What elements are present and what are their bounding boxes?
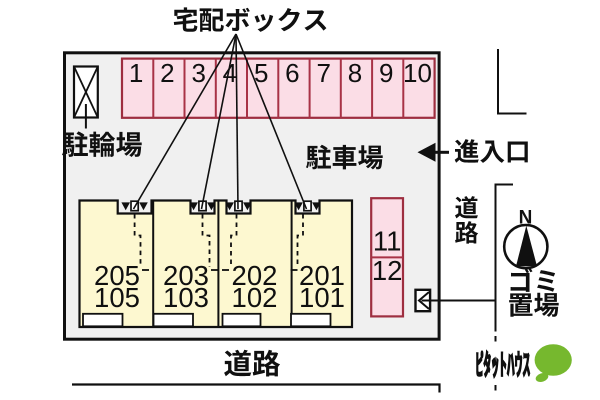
svg-text:203: 203 — [163, 260, 209, 291]
svg-text:5: 5 — [254, 58, 268, 88]
svg-text:102: 102 — [232, 282, 278, 313]
svg-text:101: 101 — [299, 282, 345, 313]
svg-text:6: 6 — [285, 58, 299, 88]
svg-text:3: 3 — [191, 58, 205, 88]
svg-text:202: 202 — [232, 260, 278, 291]
svg-text:103: 103 — [163, 282, 209, 313]
svg-text:7: 7 — [316, 58, 330, 88]
svg-text:11: 11 — [373, 226, 402, 257]
svg-text:205: 205 — [94, 260, 140, 291]
svg-text:1: 1 — [129, 58, 143, 88]
svg-text:12: 12 — [372, 255, 403, 286]
svg-text:2: 2 — [160, 58, 174, 88]
svg-text:10: 10 — [403, 58, 432, 88]
svg-text:9: 9 — [379, 58, 393, 88]
svg-text:105: 105 — [94, 282, 140, 313]
svg-text:201: 201 — [299, 260, 345, 291]
svg-text:N: N — [519, 208, 533, 229]
svg-text:8: 8 — [348, 58, 362, 88]
